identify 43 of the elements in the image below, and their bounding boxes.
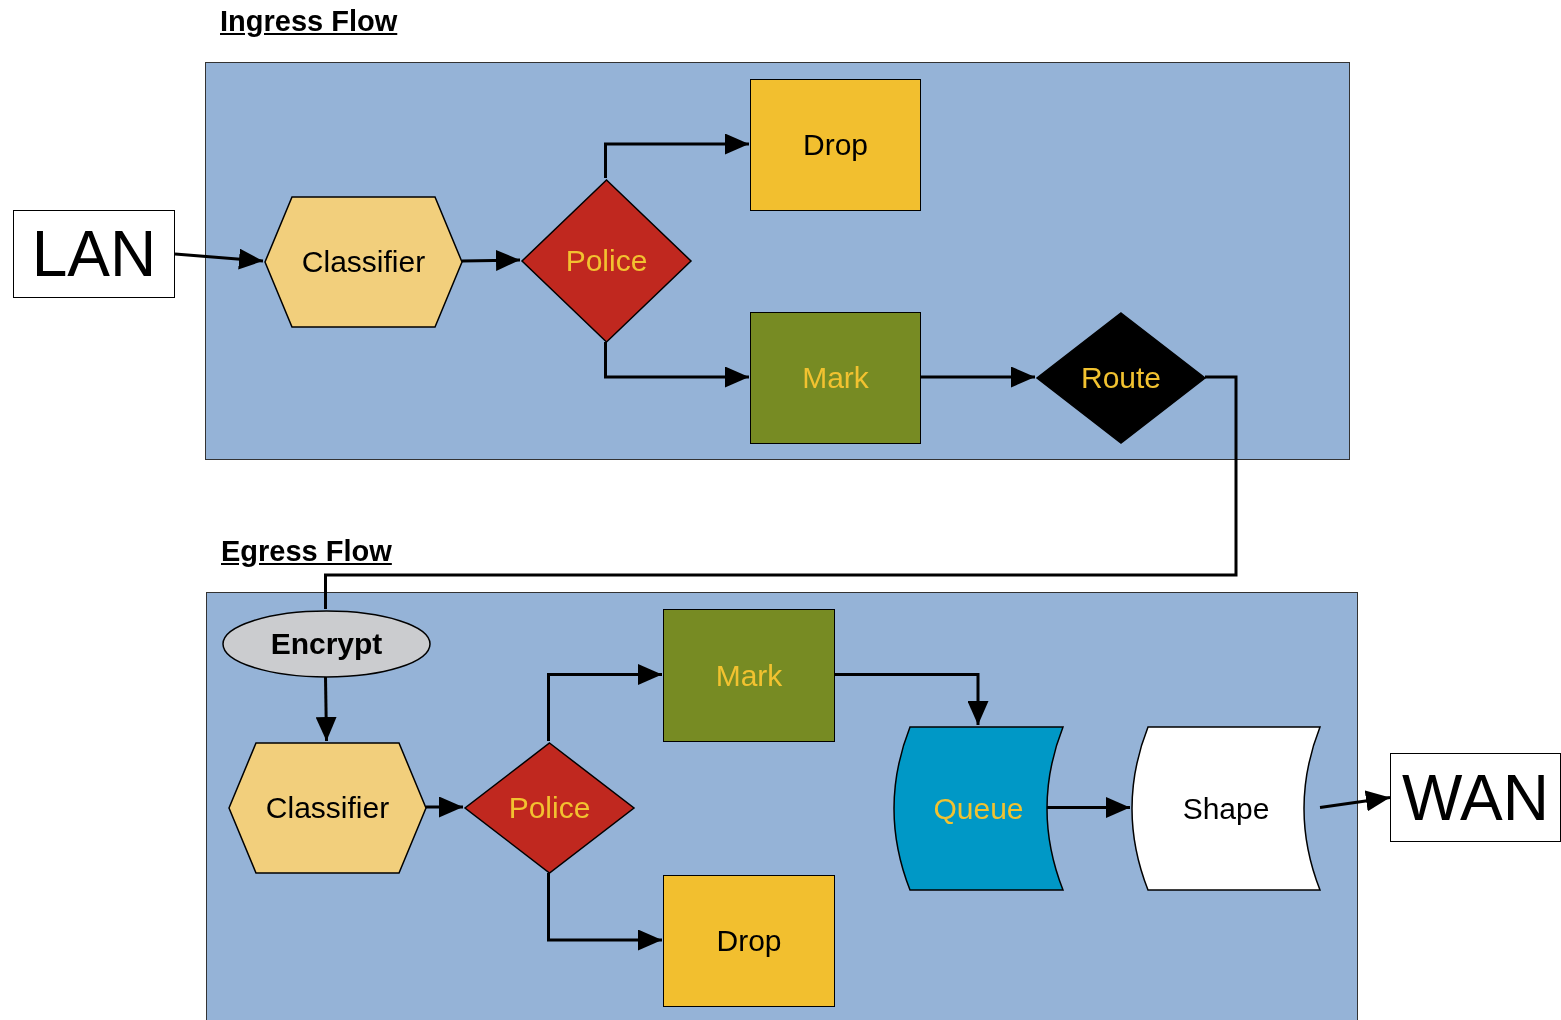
connector-arrow xyxy=(834,673,989,725)
connector-line xyxy=(324,375,1238,609)
connector-arrow xyxy=(604,133,749,178)
decision-diamond xyxy=(521,179,692,343)
node-label: Drop xyxy=(802,128,869,162)
connector-arrow xyxy=(604,342,749,388)
process-box xyxy=(750,312,921,444)
node-label: WAN xyxy=(1401,760,1550,835)
node-label: Route xyxy=(1079,361,1163,395)
node-label: Classifier xyxy=(300,245,427,279)
connector-arrow xyxy=(461,249,521,271)
node-label: Police xyxy=(507,791,592,825)
process-hexagon xyxy=(264,196,463,328)
connector-arrow xyxy=(547,873,662,951)
node-label: Encrypt xyxy=(269,627,384,661)
connector-arrow xyxy=(547,664,662,741)
decision-diamond xyxy=(464,742,635,874)
node-label: Queue xyxy=(932,791,1025,826)
process-box xyxy=(663,875,835,1007)
endpoint-box xyxy=(13,210,175,298)
process-ellipse xyxy=(222,610,431,678)
node-label: LAN xyxy=(30,217,158,291)
storage-shape xyxy=(893,726,1064,891)
node-label: Police xyxy=(564,244,649,278)
storage-shape xyxy=(1131,726,1321,891)
node-label: Drop xyxy=(715,924,783,958)
section-title: Egress Flow xyxy=(221,535,392,568)
node-label: Mark xyxy=(801,361,870,395)
decision-diamond xyxy=(1036,312,1206,444)
connector-arrow xyxy=(315,676,337,742)
node-label: Shape xyxy=(1181,791,1271,826)
connector-arrow xyxy=(920,366,1035,388)
process-hexagon xyxy=(228,742,427,874)
connector-arrow xyxy=(174,248,264,270)
section-title: Ingress Flow xyxy=(220,5,398,38)
process-box xyxy=(750,79,921,211)
connector-arrow xyxy=(426,796,463,818)
connector-arrow xyxy=(1047,797,1130,818)
node-label: Classifier xyxy=(264,791,391,825)
node-label: Mark xyxy=(714,658,784,693)
process-box xyxy=(663,609,835,742)
connector-arrow xyxy=(1319,790,1391,811)
endpoint-box xyxy=(1390,753,1561,842)
